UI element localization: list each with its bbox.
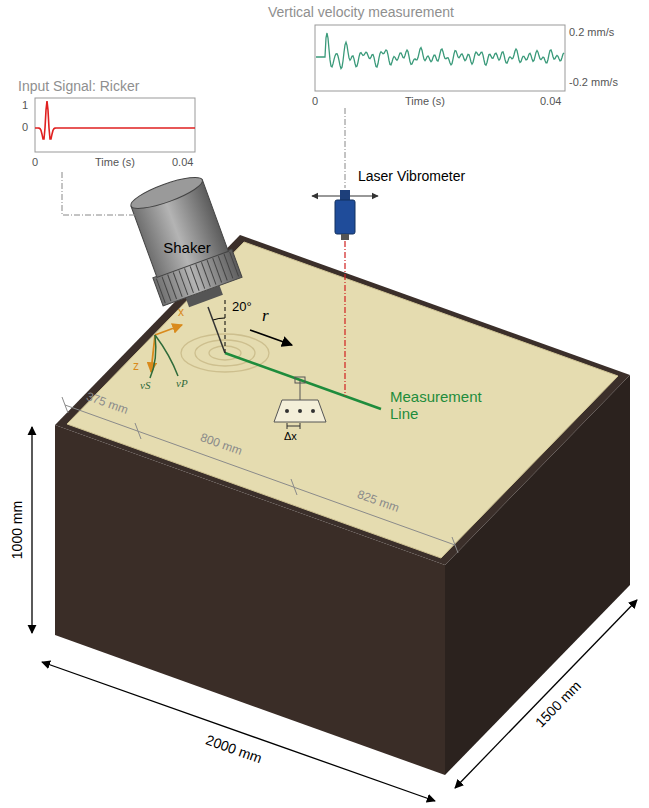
leader-line — [62, 172, 135, 215]
text-label: 0.04 — [540, 95, 561, 108]
text-label: 1 — [22, 99, 28, 112]
dimension-arrows — [32, 427, 637, 801]
text-label: Time (s) — [405, 95, 445, 108]
text-label: x — [178, 306, 184, 320]
text-label: -0.2 mm/s — [569, 76, 618, 89]
shaker-body: Shaker — [159, 237, 215, 258]
text-label: vS — [140, 379, 150, 392]
text-label: Vertical velocity measurement — [268, 4, 454, 20]
laser-vibrometer — [312, 190, 378, 396]
shaker-symbol — [124, 170, 245, 353]
text-label: 0 — [32, 156, 38, 169]
coordinate-axes — [150, 325, 182, 378]
text-label: 0 — [22, 121, 28, 134]
text-label: 20° — [232, 300, 252, 315]
text-label: 1500 mm — [532, 677, 584, 730]
leader-line — [345, 108, 346, 188]
input-plot — [35, 98, 195, 152]
text-label: 0.2 mm/s — [569, 26, 614, 39]
box-rim — [55, 235, 630, 565]
soil-surface — [67, 242, 618, 558]
text-label: Time (s) — [95, 156, 135, 169]
radial-arrow — [250, 330, 292, 345]
text-label: vP — [176, 377, 188, 390]
text-label: Δx — [284, 430, 297, 443]
text-label: 0.04 — [172, 156, 193, 169]
text-label: r — [262, 306, 269, 326]
sensor-array — [274, 377, 326, 429]
velocity-plot — [315, 25, 565, 91]
node-text: Shaker — [163, 239, 211, 256]
text-label: 0 — [312, 95, 318, 108]
text-label: Input Signal: Ricker — [18, 78, 139, 94]
text-label: z — [133, 360, 139, 374]
text-label: Laser Vibrometer — [358, 168, 465, 184]
text-label: Measurement Line — [390, 388, 485, 423]
text-label: 1000 mm — [9, 501, 25, 559]
